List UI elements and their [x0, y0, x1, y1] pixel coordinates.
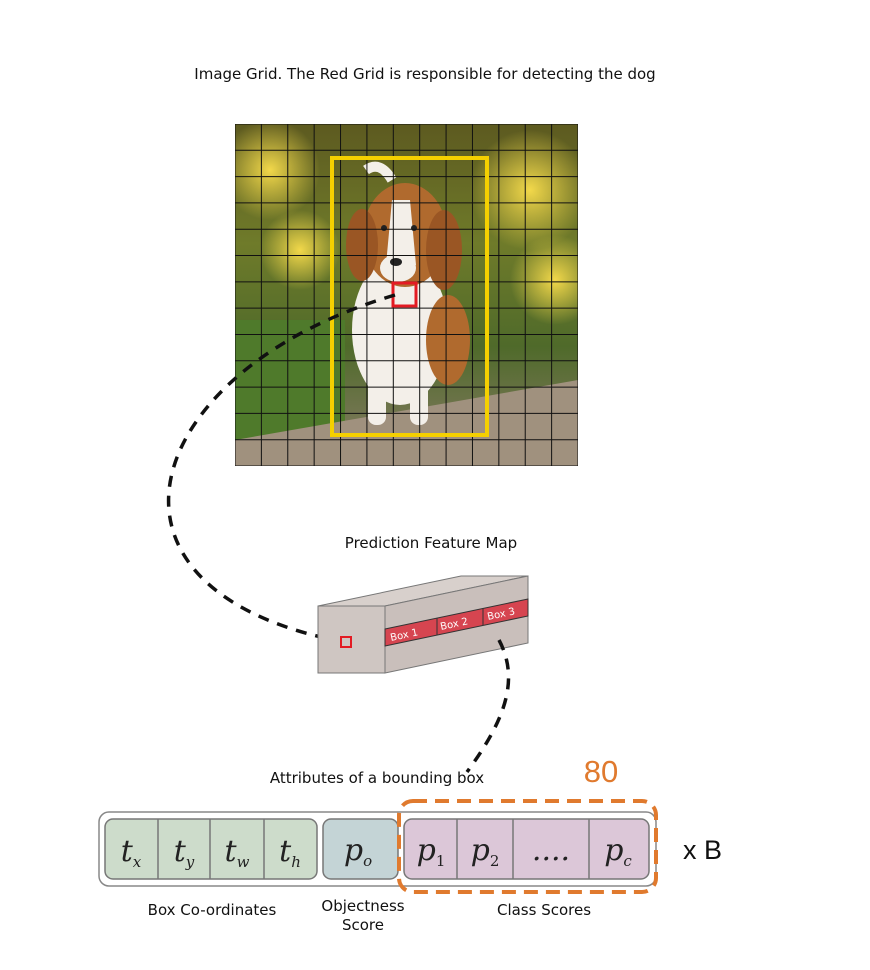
diagram-title: Image Grid. The Red Grid is responsible … — [194, 65, 655, 83]
boxes-band — [384, 598, 529, 647]
coord-th: th — [279, 834, 301, 871]
dashed-connector-right — [465, 639, 511, 774]
class-scores-group — [403, 818, 650, 880]
bokeh-flower — [510, 235, 578, 325]
attributes-title: Attributes of a bounding box — [270, 769, 484, 787]
class-count-frame — [397, 799, 658, 894]
path-ground — [235, 380, 578, 466]
grass-left — [235, 320, 345, 440]
bokeh-flower — [260, 210, 340, 290]
coord-ty: ty — [174, 834, 195, 871]
objectness-po: po — [344, 833, 372, 870]
grid-lines — [235, 124, 578, 466]
feature-map-cuboid: Box 1 Box 2 Box 3 — [317, 575, 529, 674]
class-count-label: 80 — [584, 754, 618, 789]
class-scores-label: Class Scores — [497, 901, 591, 919]
class-pc: pc — [604, 833, 632, 870]
coord-tw: tw — [225, 834, 250, 871]
dog-bounding-box — [330, 156, 489, 437]
class-p1: p1 — [417, 833, 446, 870]
feature-map-title: Prediction Feature Map — [345, 534, 517, 552]
class-p2: p2 — [471, 833, 500, 870]
objectness-cell — [322, 818, 399, 880]
coord-tx: tx — [121, 834, 142, 871]
bokeh-flower — [470, 130, 578, 250]
box-coords-label: Box Co-ordinates — [148, 901, 277, 919]
dog-illustration — [346, 161, 470, 425]
feature-map-cell — [340, 636, 352, 648]
multiplier-label: x B — [683, 835, 722, 865]
objectness-label-line1: Objectness — [321, 897, 404, 915]
objectness-label-line2: Score — [342, 916, 384, 934]
bokeh-flower — [235, 124, 320, 220]
image-grid — [235, 124, 578, 466]
dashed-connector-left — [166, 293, 396, 644]
class-ellipsis: .... — [532, 833, 570, 868]
